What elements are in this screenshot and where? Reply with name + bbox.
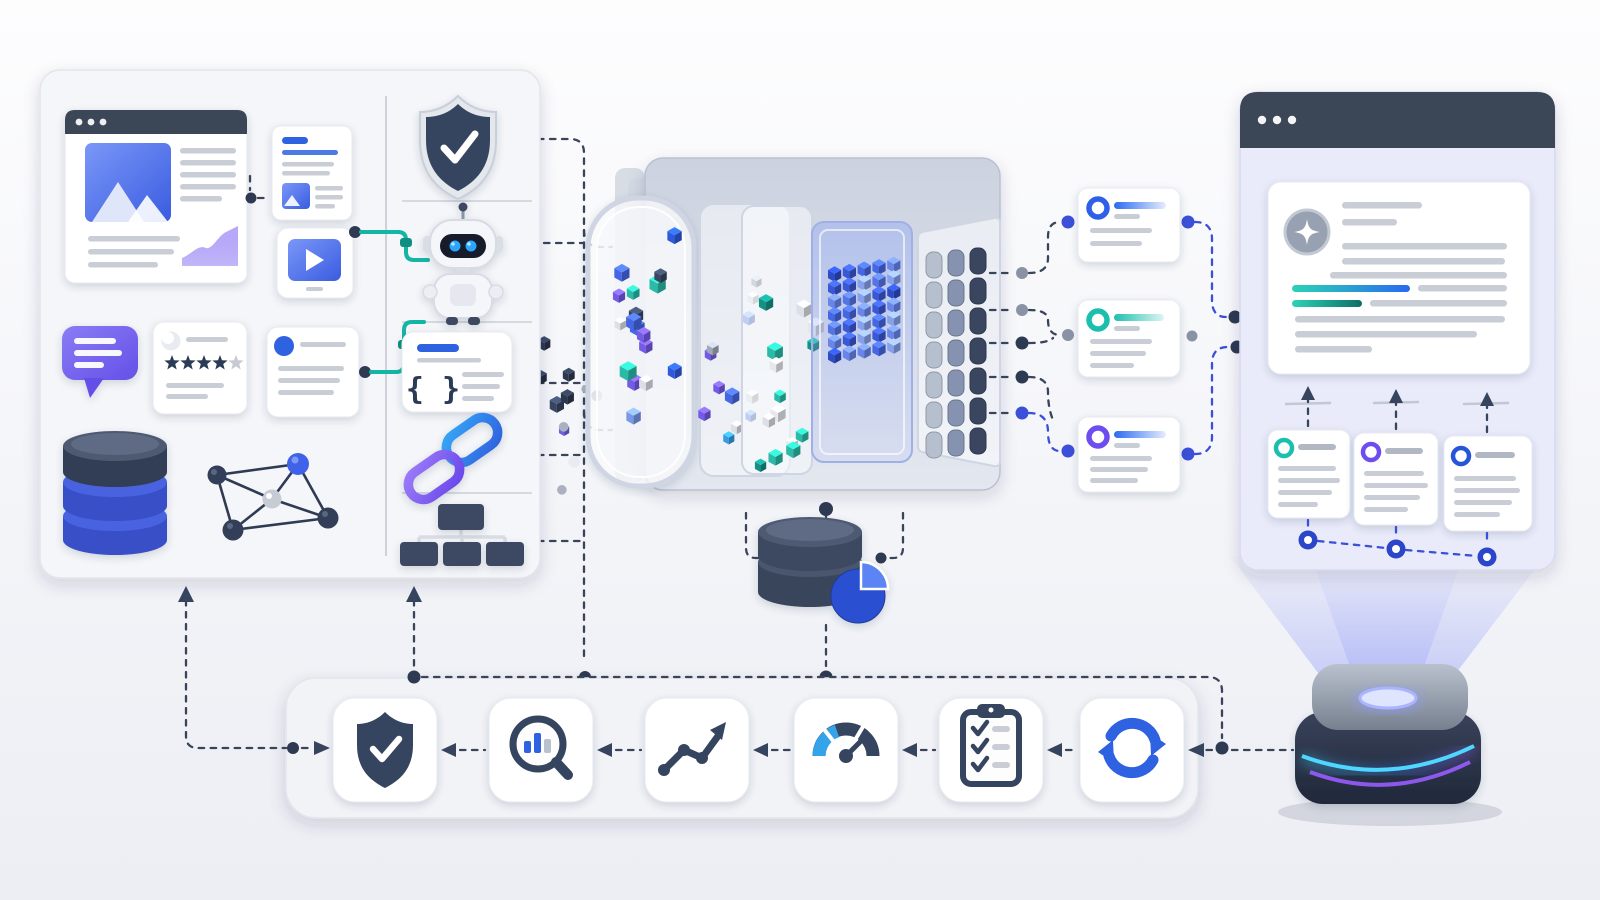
result-card — [1443, 435, 1533, 532]
timeline-nodes — [1298, 518, 1497, 567]
transform-stage — [496, 132, 1001, 683]
checklist-clipboard-icon — [960, 704, 1022, 787]
shield-verify-icon — [419, 94, 497, 201]
toolbar-tile-sync-refresh — [1079, 697, 1185, 803]
vector-columns — [925, 247, 987, 459]
window-dots — [1257, 115, 1297, 125]
chat-message-bubble — [62, 326, 138, 398]
hologram-projector — [1278, 664, 1502, 826]
lens-data-cubes — [612, 227, 682, 425]
performance-gauge-icon — [812, 722, 880, 763]
link-chain-icon — [403, 412, 503, 505]
review-rating-card — [152, 321, 248, 415]
source-content-panel: { } — [39, 69, 541, 579]
output-card — [1077, 299, 1181, 378]
window-titlebar — [1240, 92, 1555, 148]
toolbar-tile-performance-gauge — [793, 697, 899, 803]
card-up-arrows — [1284, 386, 1510, 434]
toolbar-tile-trend-chart — [644, 697, 750, 803]
text-lines — [88, 148, 236, 268]
toolbar-tile-analytics-magnifier — [488, 697, 594, 803]
shield-check-icon — [357, 712, 413, 788]
knowledge-graph — [207, 453, 339, 541]
toolbar-flow-arrows — [441, 743, 1078, 757]
highlight-line — [1292, 300, 1362, 307]
result-card — [1267, 429, 1351, 519]
output-card — [1077, 187, 1181, 263]
metrics-database — [758, 517, 890, 624]
play-icon — [306, 249, 324, 271]
trend-chart-icon — [658, 722, 726, 776]
output-snippet-cards — [1077, 187, 1181, 493]
area-chart-icon — [182, 226, 238, 266]
highlight-line — [1292, 285, 1410, 292]
hierarchy-tree-icon — [400, 504, 524, 566]
window-dots — [75, 118, 107, 126]
mountain-icon — [92, 182, 144, 222]
source-database — [63, 431, 167, 555]
quality-pipeline-toolbar — [285, 677, 1199, 819]
summary-card — [1267, 181, 1531, 375]
video-card — [276, 227, 354, 299]
pie-chart-icon — [830, 560, 890, 624]
panel-internal-connectors — [245, 174, 430, 378]
toolbar-tile-shield-check — [332, 697, 438, 803]
check-icon — [440, 130, 479, 164]
article-snippet-card — [271, 125, 353, 221]
neon-stripe-purple — [1309, 760, 1471, 787]
robot-visor — [440, 234, 486, 258]
result-browser-window — [1239, 91, 1556, 571]
analytics-magnifier-icon — [509, 715, 573, 780]
toolbar-tile-checklist-clipboard — [938, 697, 1044, 803]
projector-lens — [1358, 686, 1418, 710]
web-article-window — [64, 109, 248, 284]
code-snippet-card: { } — [401, 331, 513, 413]
window-titlebar — [65, 110, 247, 134]
embedding-cube-grid — [828, 256, 901, 364]
sync-refresh-icon — [1098, 717, 1166, 779]
note-card — [266, 326, 360, 418]
token-cubes — [754, 294, 824, 472]
ai-robot-icon — [422, 202, 504, 325]
feedback-loop-connectors — [178, 586, 1295, 757]
neon-stripe-cyan — [1301, 744, 1475, 772]
result-card — [1353, 432, 1439, 526]
output-card — [1077, 416, 1181, 493]
braces-icon: { } — [406, 372, 460, 407]
